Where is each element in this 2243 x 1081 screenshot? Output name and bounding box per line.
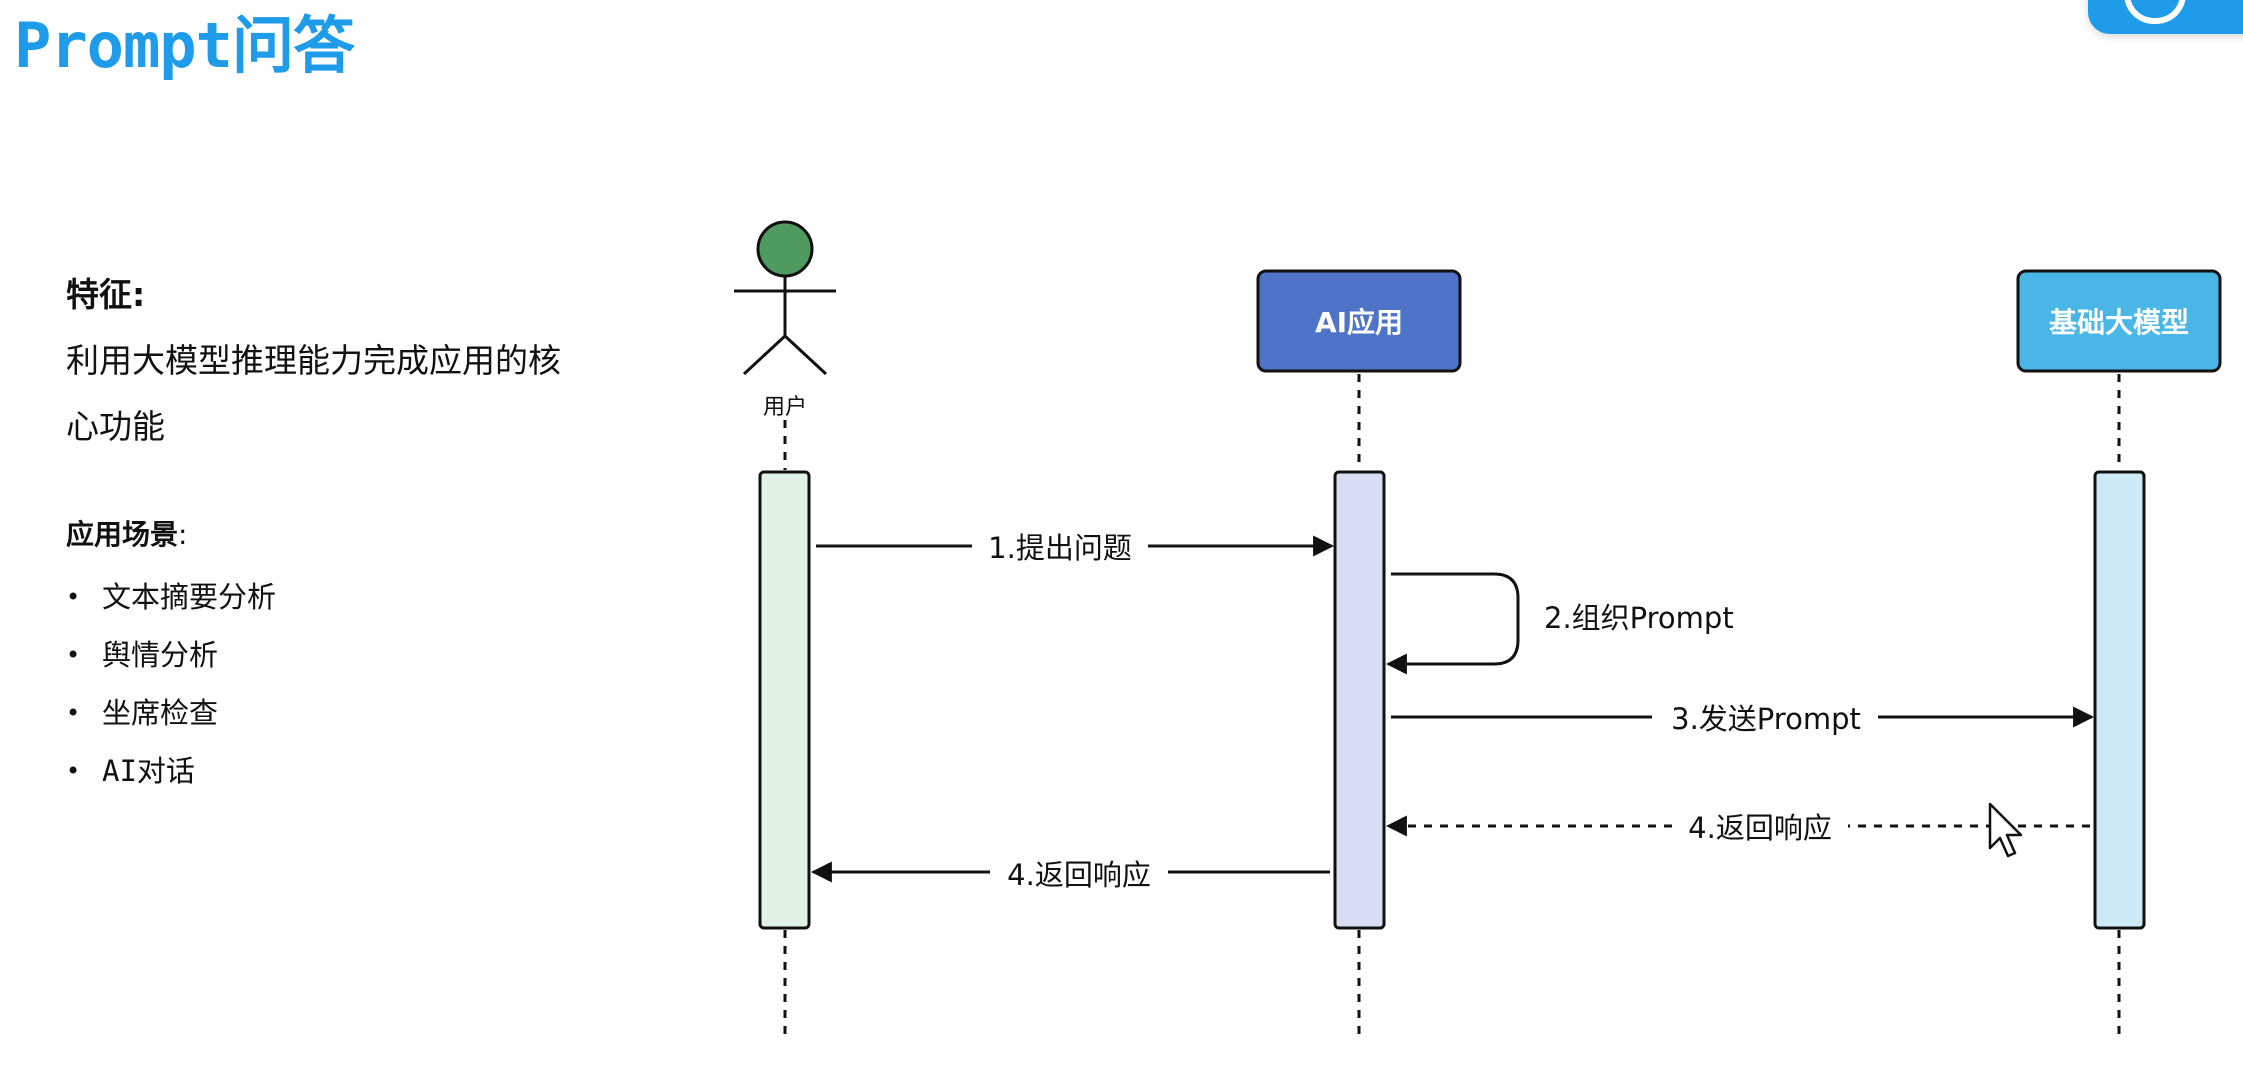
scene-heading-label: 应用场景 (66, 518, 179, 551)
message-1: 1.提出问题 (816, 531, 1335, 565)
left-panel: 特征: 利用大模型推理能力完成应用的核心功能 应用场景: • 文本摘要分析 • 舆情… (66, 262, 626, 800)
page-title: Prompt问答 (14, 9, 355, 82)
scene-item-label: AI对话 (102, 754, 195, 788)
actor-head (756, 220, 814, 278)
scene-heading-colon: : (178, 518, 188, 551)
bullet-icon: • (66, 583, 81, 611)
feature-heading: 特征: (66, 275, 146, 314)
activation-bar-base-model (2093, 470, 2146, 930)
scene-item-label: 文本摘要分析 (102, 580, 277, 614)
bullet-icon: • (66, 699, 81, 727)
message-5-label: 4.返回响应 (1007, 858, 1151, 892)
list-item: • 坐席检查 (66, 684, 626, 742)
scene-item-label: 舆情分析 (102, 638, 219, 672)
mouse-cursor-icon (1988, 802, 2023, 858)
scene-heading: 应用场景: (66, 510, 626, 560)
scene-item-label: 坐席检查 (102, 696, 219, 730)
message-1-label: 1.提出问题 (988, 531, 1132, 565)
actor-user: 用户 (734, 220, 836, 420)
message-4: 4.返回响应 (1385, 811, 2090, 845)
corner-badge[interactable] (2088, 0, 2243, 34)
message-5: 4.返回响应 (810, 858, 1330, 892)
bullet-icon: • (66, 641, 81, 669)
actor-user-label: 用户 (763, 395, 807, 420)
participant-base-model: 基础大模型 (2016, 269, 2222, 373)
feature-text: 利用大模型推理能力完成应用的核心功能 (66, 341, 561, 446)
participant-base-model-box (2016, 269, 2222, 373)
list-item: • 舆情分析 (66, 626, 626, 684)
message-2: 2.组织Prompt (1385, 572, 1734, 675)
participant-ai-app: AI应用 (1256, 269, 1462, 373)
participant-base-model-label: 基础大模型 (2049, 306, 2189, 339)
lifelines (783, 374, 2121, 1035)
bullet-icon: • (66, 757, 81, 785)
list-item: • AI对话 (66, 742, 626, 800)
participant-ai-app-label: AI应用 (1315, 306, 1403, 339)
message-3-label: 3.发送Prompt (1671, 702, 1861, 736)
message-3: 3.发送Prompt (1391, 702, 2095, 736)
scene-list: • 文本摘要分析 • 舆情分析 • 坐席检查 • AI对话 (66, 568, 626, 800)
message-2-label: 2.组织Prompt (1544, 601, 1734, 635)
activation-bar-user (758, 470, 811, 930)
participant-ai-app-box (1256, 269, 1462, 373)
message-4-label: 4.返回响应 (1688, 811, 1832, 845)
list-item: • 文本摘要分析 (66, 568, 626, 626)
activation-bar-ai-app (1333, 470, 1386, 930)
